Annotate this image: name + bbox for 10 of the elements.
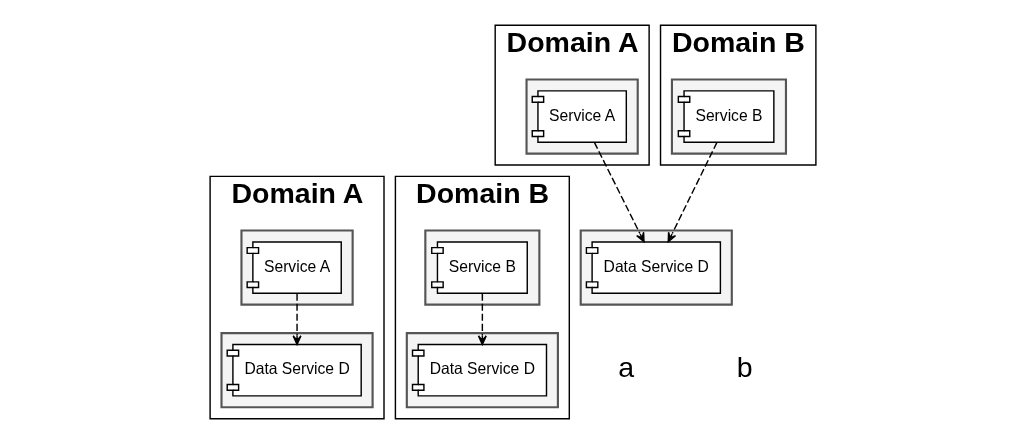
cluster — [524, 78, 639, 155]
cluster — [423, 229, 540, 306]
cluster — [670, 78, 787, 155]
arrow — [477, 293, 487, 346]
arrow — [593, 141, 645, 243]
arrow — [292, 293, 302, 346]
label: b — [736, 351, 753, 384]
label: a — [617, 351, 634, 384]
arrow — [667, 141, 718, 243]
cluster — [239, 229, 354, 306]
